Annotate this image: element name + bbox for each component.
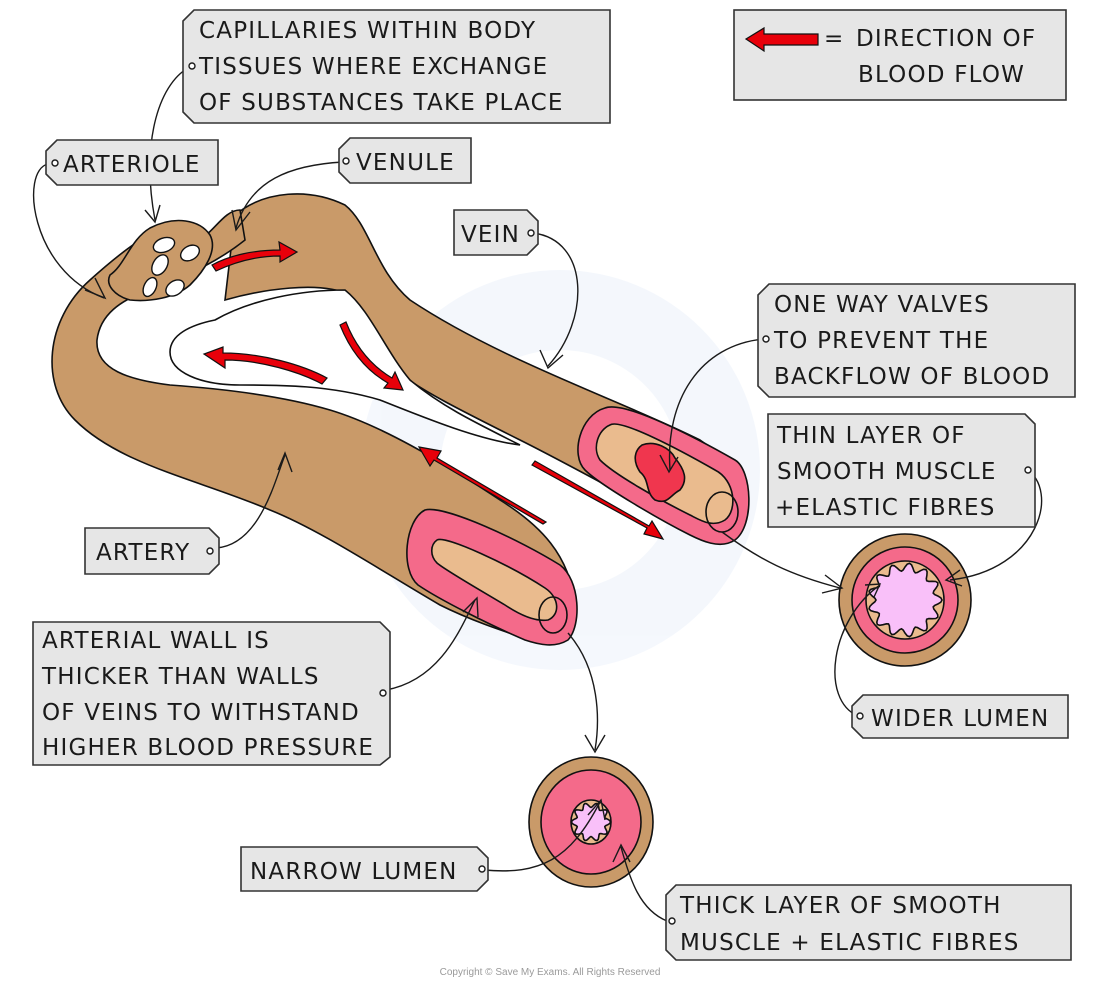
artery-section <box>528 756 654 888</box>
label-narrow-lumen: NARROW LUMEN <box>240 846 489 892</box>
valves-line-1: ONE WAY VALVES <box>774 292 990 318</box>
vein-valve <box>634 442 686 503</box>
label-vein: VEIN <box>453 209 539 256</box>
flow-arrow-artery-to-capillary <box>202 346 328 385</box>
capillaries-line-2: TISSUES WHERE EXCHANGE <box>198 54 548 80</box>
capillary-holes <box>142 236 201 298</box>
vein-wall-line-2: SMOOTH MUSCLE <box>777 459 997 485</box>
vein-wall-line-3: +ELASTIC FIBRES <box>775 495 996 521</box>
flow-arrow-down-vein <box>339 321 404 391</box>
label-wider-lumen: WIDER LUMEN <box>851 694 1069 739</box>
label-arteriole: ARTERIOLE <box>45 139 219 186</box>
flow-arrow-vein-lower <box>531 460 665 540</box>
venule-text: VENULE <box>356 150 455 176</box>
leader-lines <box>32 65 1043 922</box>
arteriole-text: ARTERIOLE <box>63 152 201 178</box>
loop-lumen-gap <box>169 289 521 446</box>
vein-cross-cut <box>577 406 750 545</box>
vein-text: VEIN <box>461 222 520 248</box>
label-artery-wall-section: THICK LAYER OF SMOOTH MUSCLE + ELASTIC F… <box>665 884 1072 961</box>
label-arterial-wall: ARTERIAL WALL IS THICKER THAN WALLS OF V… <box>32 621 391 766</box>
artery-wall-section-line-2: MUSCLE + ELASTIC FIBRES <box>680 930 1020 956</box>
artery-zoom-circle <box>538 596 568 634</box>
valves-line-3: BACKFLOW OF BLOOD <box>774 364 1050 390</box>
capillaries-line-3: OF SUBSTANCES TAKE PLACE <box>199 90 564 116</box>
vein-section <box>838 533 972 667</box>
label-artery: ARTERY <box>84 527 220 575</box>
label-venule: VENULE <box>338 137 472 184</box>
label-vein-wall: THIN LAYER OF SMOOTH MUSCLE +ELASTIC FIB… <box>767 413 1036 528</box>
arterial-wall-line-1: ARTERIAL WALL IS <box>42 628 270 654</box>
arterial-wall-line-3: OF VEINS TO WITHSTAND <box>42 700 360 726</box>
artery-text: ARTERY <box>96 540 190 566</box>
wider-lumen-text: WIDER LUMEN <box>871 706 1049 732</box>
artery-inner-layer <box>430 538 558 622</box>
key-line-1: DIRECTION OF <box>856 26 1036 52</box>
flow-key: = DIRECTION OF BLOOD FLOW <box>733 9 1067 101</box>
vein-lumen <box>868 562 943 638</box>
narrow-lumen-text: NARROW LUMEN <box>250 859 458 885</box>
flow-arrows <box>202 240 665 540</box>
flow-arrow-capillary-to-venule <box>211 240 299 272</box>
copyright-text: Copyright © Save My Exams. All Rights Re… <box>440 967 661 978</box>
key-line-2: BLOOD FLOW <box>858 62 1025 88</box>
capillaries-line-1: CAPILLARIES WITHIN BODY <box>199 18 536 44</box>
label-valves: ONE WAY VALVES TO PREVENT THE BACKFLOW O… <box>757 283 1076 398</box>
arterial-wall-line-2: THICKER THAN WALLS <box>41 664 320 690</box>
key-arrow-icon <box>744 26 819 53</box>
artery-wall-section-line-1: THICK LAYER OF SMOOTH <box>679 893 1002 919</box>
vein-wall-line-1: THIN LAYER OF <box>776 423 966 449</box>
valves-line-2: TO PREVENT THE <box>773 328 989 354</box>
key-equals: = <box>824 26 844 52</box>
artery-cross-cut <box>406 508 578 646</box>
arterial-wall-line-4: HIGHER BLOOD PRESSURE <box>42 735 374 761</box>
label-capillaries: CAPILLARIES WITHIN BODY TISSUES WHERE EX… <box>182 9 611 124</box>
flow-arrow-artery-lower <box>417 446 548 525</box>
